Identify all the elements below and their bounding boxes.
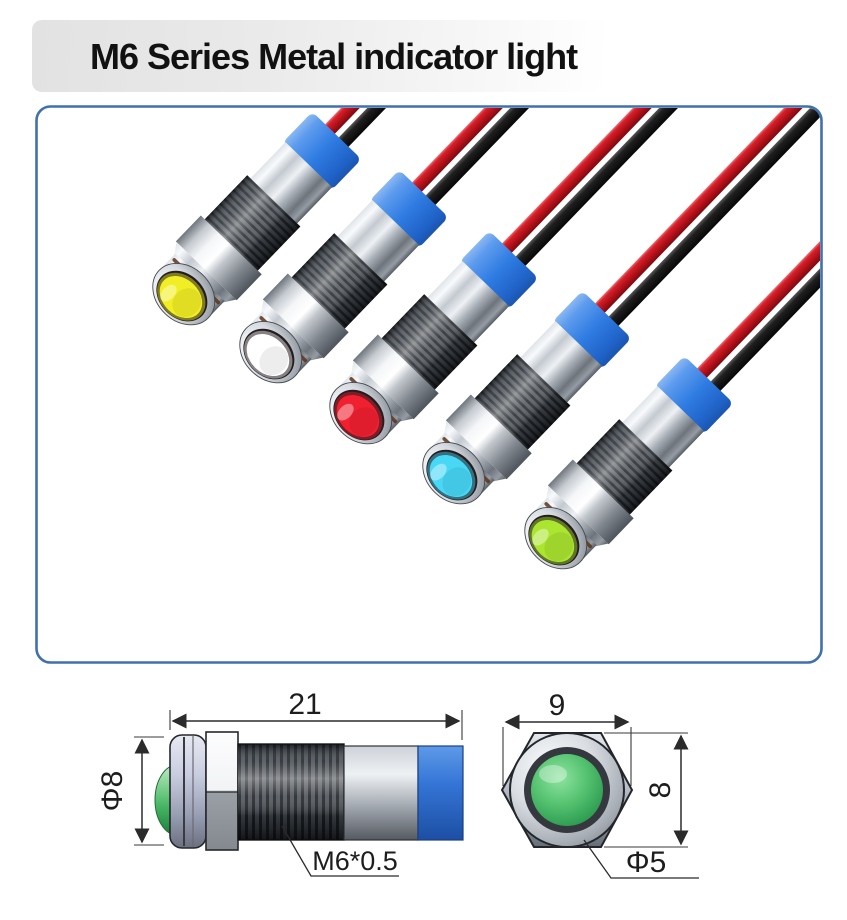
front-view-drawing: 9 8 Φ5 xyxy=(500,689,699,879)
product-photo-panel xyxy=(35,105,823,664)
lens-diameter-label: Φ5 xyxy=(626,846,667,879)
dim-length-label: 21 xyxy=(288,688,321,721)
hex-nut-side xyxy=(205,731,239,851)
dim-height-label: 8 xyxy=(644,782,677,799)
thread-label: M6*0.5 xyxy=(312,846,398,876)
dim-width-label: 9 xyxy=(549,689,566,722)
lens-front xyxy=(531,754,603,826)
dim-height: 8 xyxy=(604,732,689,848)
thread-side xyxy=(237,743,345,841)
dim-diameter-label: Φ8 xyxy=(96,771,129,812)
body-side xyxy=(343,745,419,841)
dim-width: 9 xyxy=(502,689,632,786)
dimension-drawings: 21 Φ8 M6*0.5 xyxy=(96,688,699,879)
dim-length: 21 xyxy=(169,688,463,740)
bezel-side xyxy=(169,734,207,849)
page-title: M6 Series Metal indicator light xyxy=(90,36,578,77)
side-view-drawing: 21 Φ8 M6*0.5 xyxy=(96,688,464,877)
lens-front-highlight xyxy=(539,765,567,783)
title-banner: M6 Series Metal indicator light xyxy=(32,20,606,92)
sleeve-side xyxy=(417,745,464,841)
lens-callout: Φ5 xyxy=(583,839,699,879)
thread-callout: M6*0.5 xyxy=(281,825,399,877)
dim-diameter: Φ8 xyxy=(96,736,164,846)
